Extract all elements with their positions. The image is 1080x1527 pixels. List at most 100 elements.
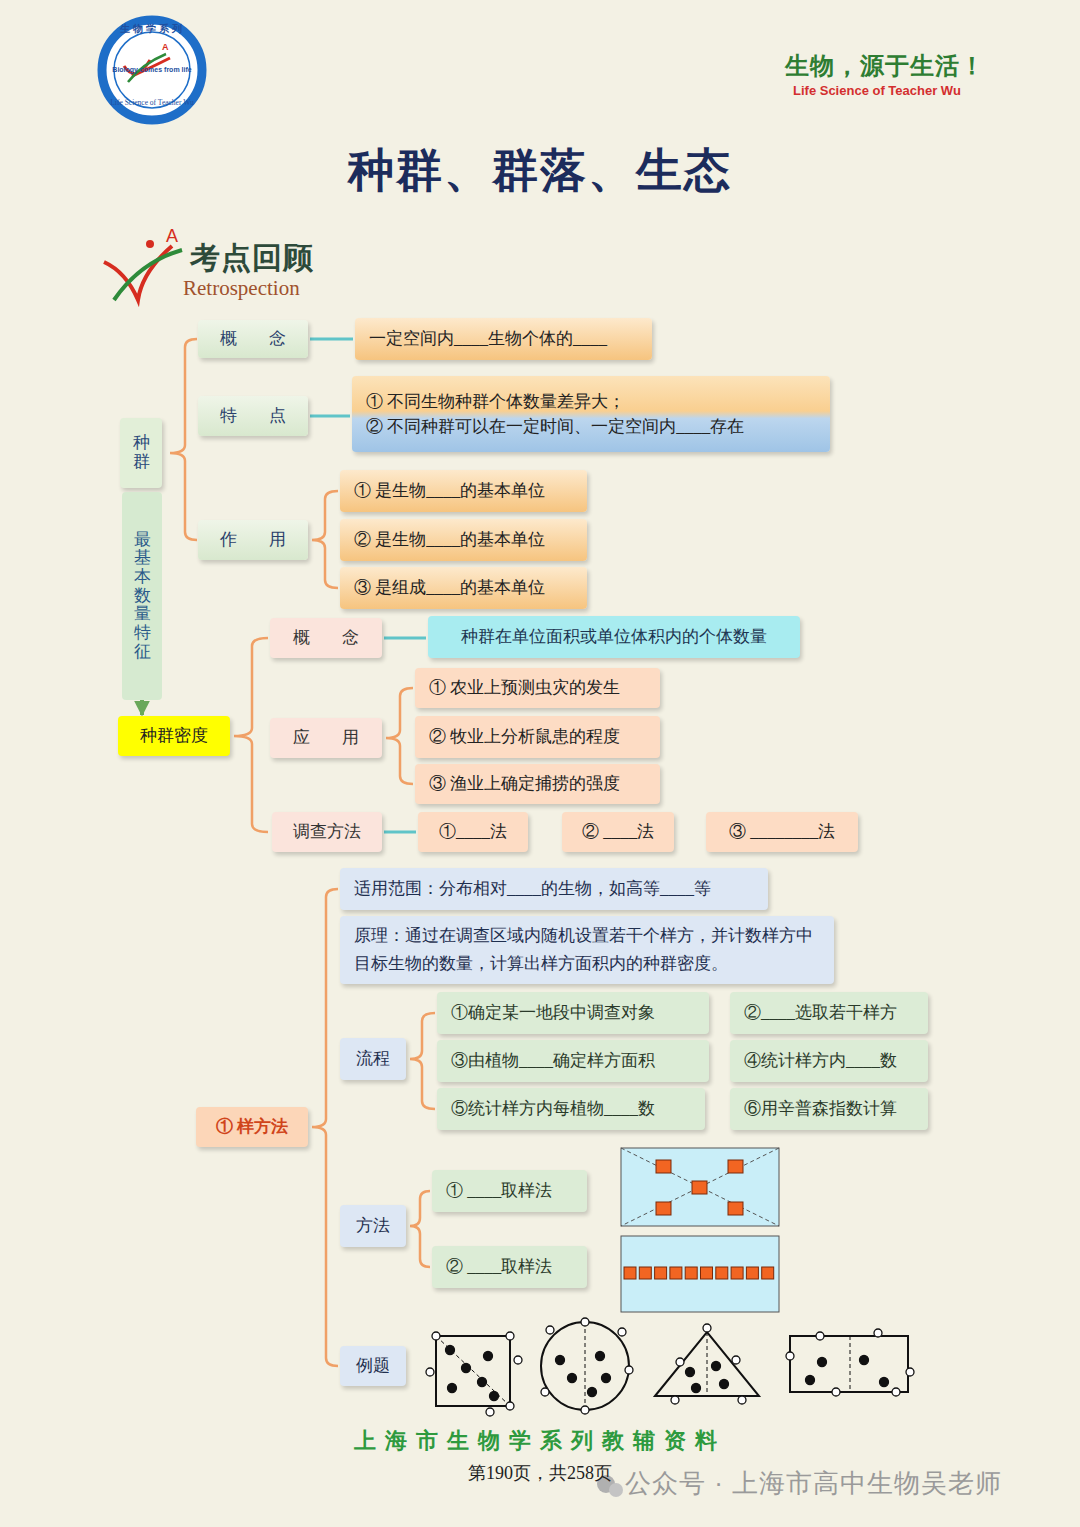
concept-box: ③ ________法 (706, 812, 858, 852)
header-text: 考点回顾 (190, 238, 314, 279)
edge-plant (618, 1328, 626, 1336)
concept-box: 适用范围：分布相对____的生物，如高等____等 (340, 868, 768, 910)
plant-dot (818, 1358, 827, 1367)
node-text: ④统计样方内____数 (744, 1048, 897, 1074)
bracket (386, 688, 413, 784)
concept-box: ② ____法 (562, 812, 674, 852)
concept-box: ⑤统计样方内每植物____数 (437, 1088, 705, 1130)
concept-box: ① 是生物____的基本单位 (340, 470, 587, 512)
sampling-plot (621, 1148, 779, 1226)
header-text: Life Science of Teacher Wu (793, 83, 961, 98)
connector (384, 831, 416, 834)
page-title: 种群、群落、生态 (0, 140, 1080, 202)
concept-box: 概 念 (198, 320, 308, 358)
bracket (312, 889, 338, 1366)
concept-box: ④统计样方内____数 (730, 1040, 928, 1082)
diagonal-line (621, 1148, 779, 1226)
node-text: ② ____取样法 (446, 1254, 552, 1280)
node-text: ⑤统计样方内每植物____数 (451, 1096, 655, 1122)
quadrat (701, 1267, 713, 1279)
connector (310, 415, 350, 418)
edge-plant (506, 1332, 514, 1340)
concept-box: 应 用 (270, 718, 382, 758)
header-text: Retrospection (183, 276, 300, 301)
quadrat (656, 1160, 671, 1173)
bracket (410, 1013, 435, 1109)
edge-plant (514, 1356, 522, 1364)
key-box: 种群密度 (118, 716, 230, 756)
plant-dot (484, 1352, 493, 1361)
bracket (312, 491, 338, 588)
edge-plant (546, 1326, 554, 1334)
node-text: ③ ________法 (729, 819, 835, 845)
concept-box: ①确定某一地段中调查对象 (437, 992, 709, 1034)
quadrat (655, 1267, 667, 1279)
edge-plant (738, 1396, 746, 1404)
edge-plant (625, 1366, 633, 1374)
plant-dot (686, 1368, 695, 1377)
dashed-line (850, 1336, 851, 1392)
plant-dot (568, 1374, 577, 1383)
concept-box: ② ____取样法 (432, 1246, 587, 1288)
edge-plant (832, 1388, 840, 1396)
node-text: ① 农业上预测虫灾的发生 (429, 675, 620, 701)
node-text: 应 用 (293, 725, 358, 751)
concept-box: 例题 (340, 1346, 406, 1386)
logo-text: 生物学系列 (120, 22, 185, 36)
plant-dot (806, 1376, 815, 1385)
logo-text: A (162, 42, 169, 52)
node-text: 一定空间内____生物个体的____ (369, 326, 607, 352)
edge-plant (581, 1318, 589, 1326)
concept-box: ① 农业上预测虫灾的发生 (415, 668, 660, 708)
quadrat-triangle (655, 1332, 759, 1396)
node-text: 原理：通过在调查区域内随机设置若干个样方，并计数样方中目标生物的数量，计算出样方… (354, 922, 822, 978)
quadrat (639, 1267, 651, 1279)
edge-plant (874, 1329, 882, 1337)
concept-box: 一定空间内____生物个体的____ (355, 318, 652, 360)
quadrat (656, 1202, 671, 1215)
header-text: 生物，源于生活！ (785, 50, 985, 82)
node-text: ② 牧业上分析鼠患的程度 (429, 724, 620, 750)
quadrat (746, 1267, 758, 1279)
plant-dot (556, 1356, 565, 1365)
edge-plant (541, 1388, 549, 1396)
logo-text: Biology comes from life (112, 66, 191, 73)
edge-plant (703, 1324, 711, 1332)
node-text: 概 念 (220, 326, 285, 352)
plant-dot (478, 1378, 487, 1387)
edge-plant (486, 1408, 494, 1416)
concept-box: ① ____取样法 (432, 1170, 587, 1212)
node-text: 方法 (356, 1213, 390, 1239)
node-text: 作 用 (220, 527, 285, 553)
plant-dot (880, 1378, 889, 1387)
plant-dot (720, 1380, 729, 1389)
concept-box: ② 牧业上分析鼠患的程度 (415, 716, 660, 758)
node-text: ②____选取若干样方 (744, 1000, 897, 1026)
concept-box: 原理：通过在调查区域内随机设置若干个样方，并计数样方中目标生物的数量，计算出样方… (340, 916, 834, 984)
edge-plant (581, 1406, 589, 1414)
concept-box: 调查方法 (272, 812, 382, 852)
quadrat (716, 1267, 728, 1279)
quadrat (624, 1267, 636, 1279)
quadrat-circle (541, 1322, 629, 1410)
node-text: 适用范围：分布相对____的生物，如高等____等 (354, 876, 711, 902)
concept-box: ③ 渔业上确定捕捞的强度 (415, 764, 660, 804)
concept-box: ① 样方法 (196, 1107, 308, 1147)
node-text: 种群在单位面积或单位体积内的个体数量 (461, 624, 767, 650)
edge-plant (432, 1332, 440, 1340)
node-text: 种群密度 (140, 723, 208, 749)
dashed-line (707, 1332, 708, 1396)
concept-box: ②____选取若干样方 (730, 992, 928, 1034)
plant-dot (860, 1356, 869, 1365)
figures (426, 1148, 914, 1416)
quadrat (731, 1267, 743, 1279)
node-text: ⑥用辛普森指数计算 (744, 1096, 897, 1122)
bracket (234, 638, 268, 832)
edge-plant (786, 1352, 794, 1360)
plant-dot (462, 1364, 471, 1373)
section-icon (114, 250, 182, 300)
logo-ring (102, 20, 202, 120)
sampling-plot (621, 1236, 779, 1312)
node-text: ③ 是组成____的基本单位 (354, 575, 545, 601)
plant-dot (692, 1384, 701, 1393)
